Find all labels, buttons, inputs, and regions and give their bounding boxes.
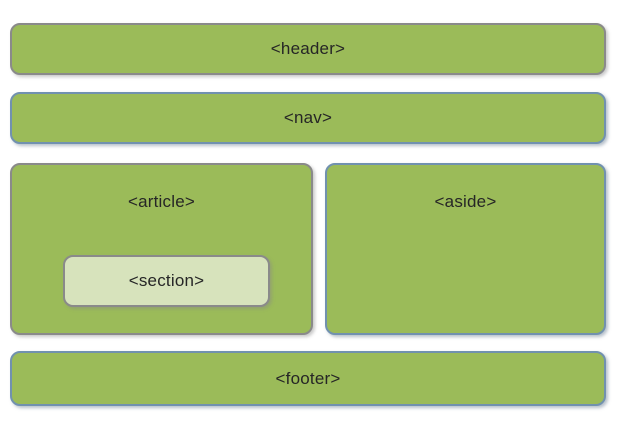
article-box: <article> <section> — [10, 163, 313, 335]
aside-box: <aside> — [325, 163, 606, 335]
nav-box: <nav> — [10, 92, 606, 144]
header-box: <header> — [10, 23, 606, 75]
footer-box: <footer> — [10, 351, 606, 406]
header-box-label: <header> — [270, 39, 346, 58]
section-box-label: <section> — [128, 271, 205, 290]
footer-box-label: <footer> — [275, 368, 341, 388]
aside-box-label: <aside> — [434, 192, 497, 211]
nav-box-label: <nav> — [283, 108, 333, 127]
article-box-label: <article> — [127, 192, 195, 211]
section-box: <section> — [63, 255, 270, 307]
